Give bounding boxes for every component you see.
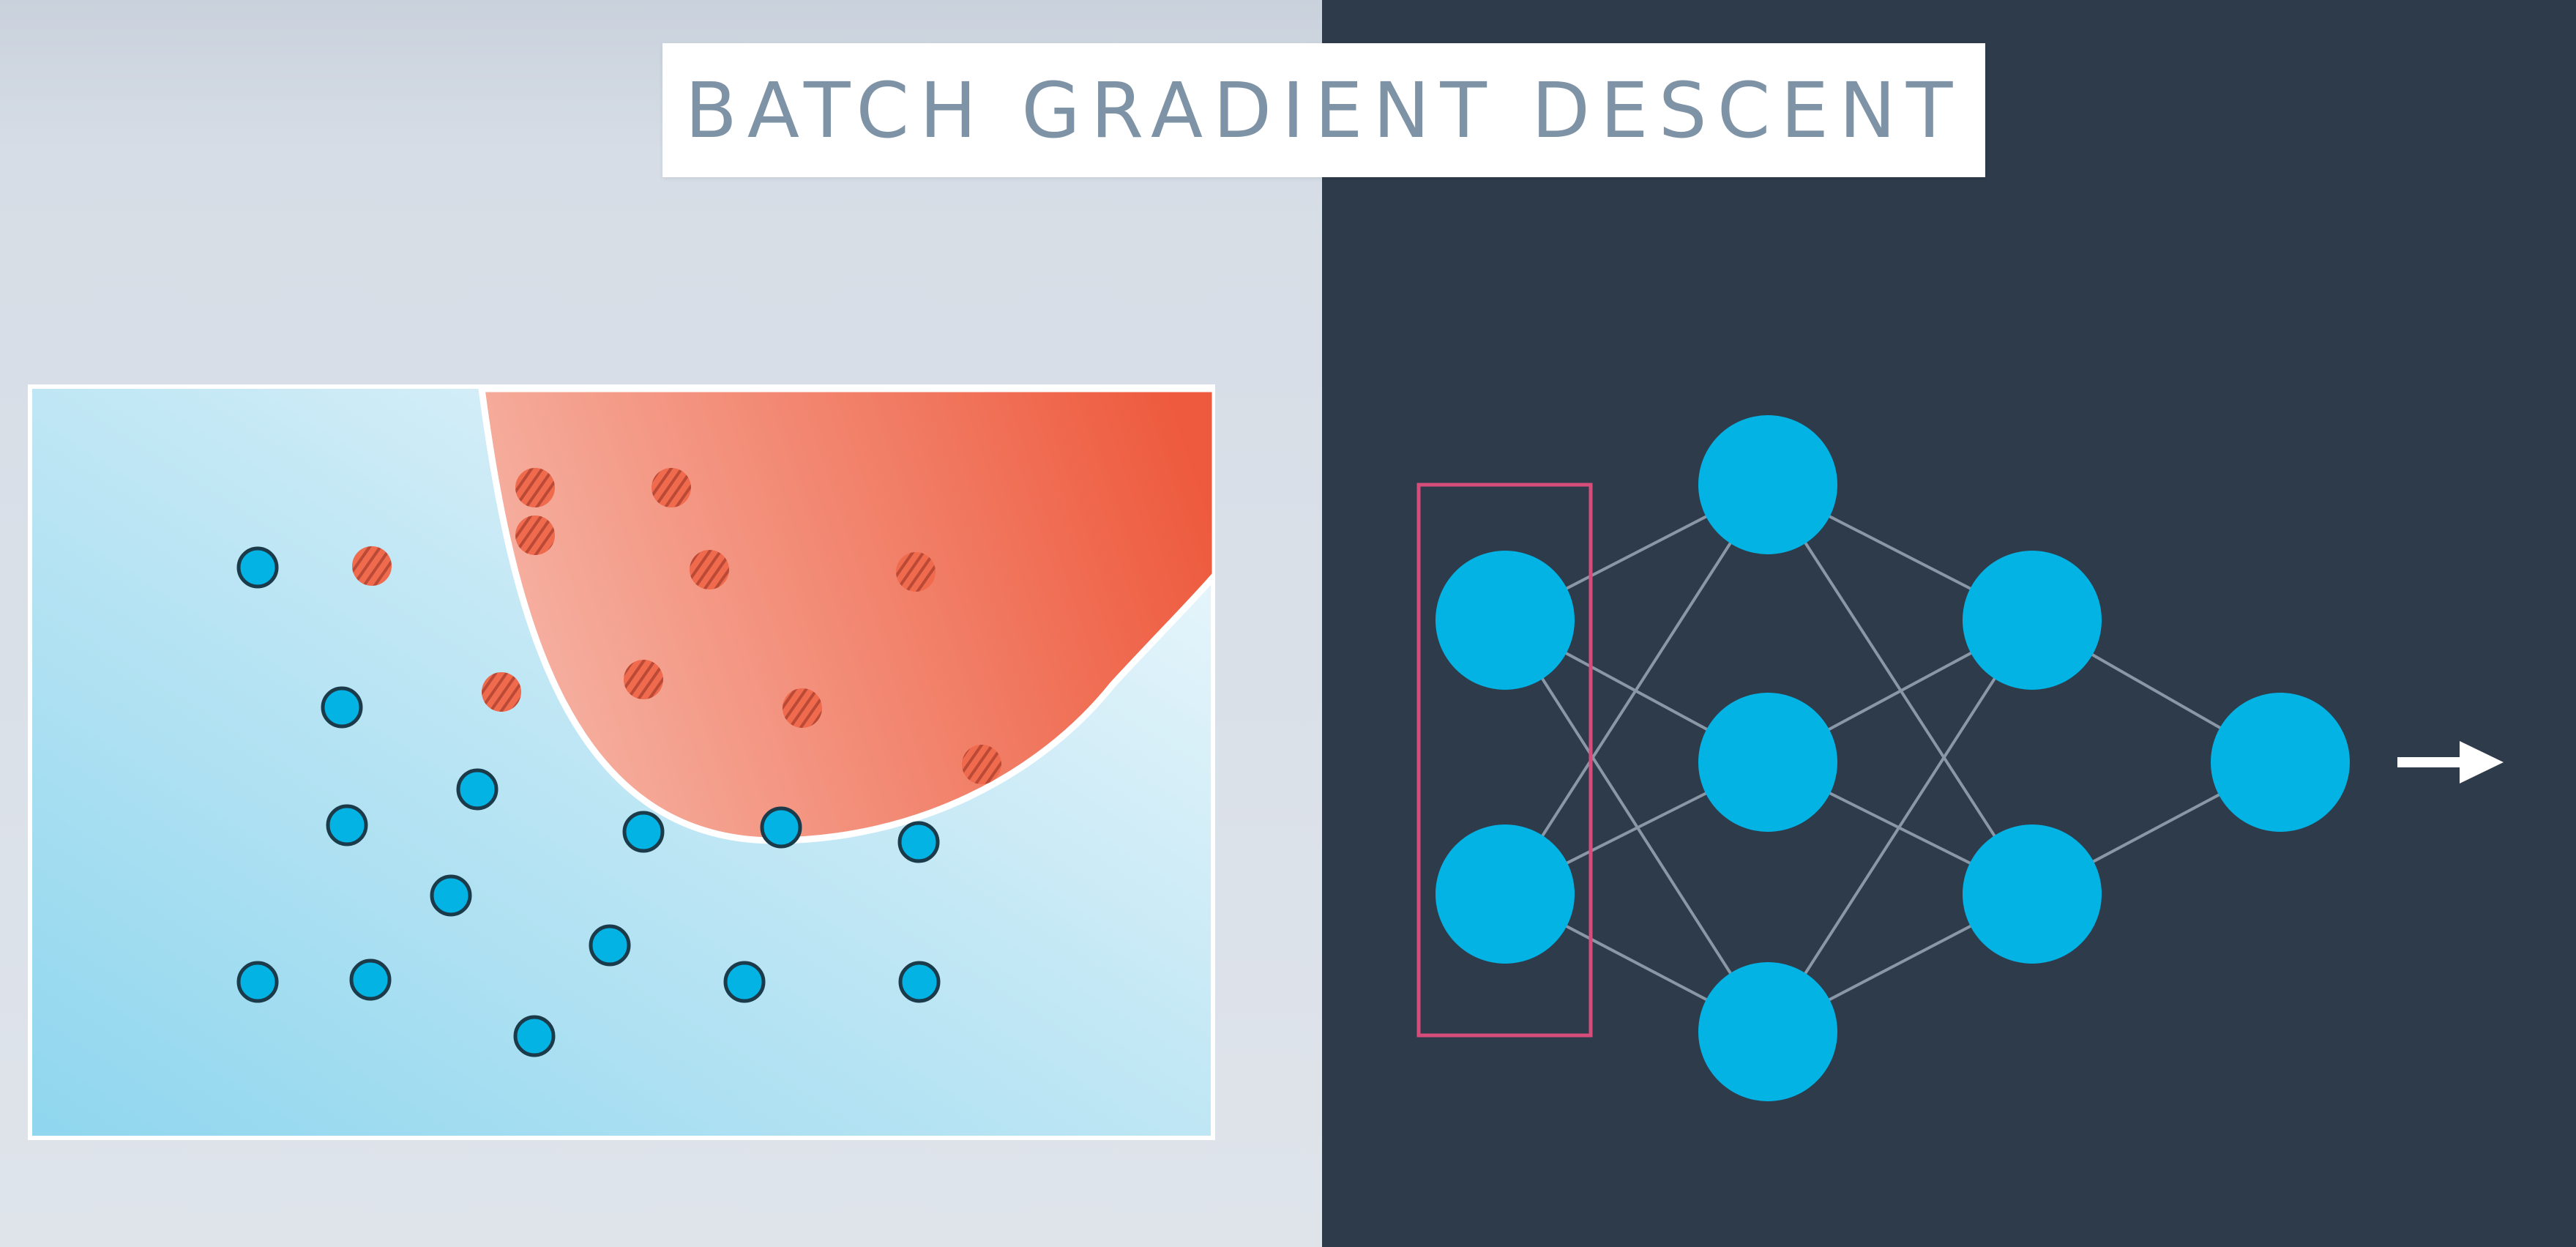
network-edge	[1766, 619, 2034, 1033]
network-edges	[1504, 483, 2281, 1033]
blue-point	[760, 806, 802, 849]
blue-point	[897, 821, 940, 863]
red-point	[624, 660, 663, 699]
network-nodes	[1436, 415, 2350, 1101]
hidden-node	[1698, 962, 1837, 1101]
network-edge	[1504, 619, 1769, 1033]
red-point	[352, 546, 392, 586]
output-arrow-icon	[2397, 741, 2504, 783]
input-node	[1436, 551, 1575, 690]
blue-point	[589, 924, 631, 967]
blue-point	[430, 874, 472, 917]
neural-network	[1416, 415, 2504, 1101]
classification-plot	[28, 384, 1215, 1140]
blue-point	[326, 804, 368, 846]
blue-point	[622, 811, 665, 853]
network-edge	[1766, 483, 2034, 896]
hidden-node	[1963, 824, 2102, 964]
red-point	[962, 745, 1001, 784]
blue-point	[236, 961, 279, 1003]
red-point	[515, 468, 555, 507]
red-point	[482, 672, 521, 712]
data-points	[236, 468, 1001, 1057]
hidden-node	[1698, 693, 1837, 832]
blue-point	[321, 686, 363, 729]
red-point	[690, 550, 729, 589]
red-point	[896, 552, 936, 592]
blue-point	[513, 1015, 556, 1057]
blue-point	[456, 768, 499, 811]
network-edge	[1504, 483, 1769, 896]
blue-point	[349, 958, 392, 1001]
input-layer-highlight	[1416, 483, 1593, 1038]
input-node	[1436, 824, 1575, 964]
blue-point	[236, 546, 279, 589]
red-point	[515, 515, 555, 555]
hidden-node	[1698, 415, 1837, 554]
page-title: BATCH GRADIENT DESCENT	[684, 65, 1963, 155]
blue-point	[898, 961, 941, 1003]
title-banner: BATCH GRADIENT DESCENT	[662, 43, 1985, 177]
blue-point	[723, 961, 766, 1003]
output-node	[2211, 693, 2350, 832]
red-point	[652, 468, 691, 507]
red-point	[783, 688, 822, 728]
hidden-node	[1963, 551, 2102, 690]
